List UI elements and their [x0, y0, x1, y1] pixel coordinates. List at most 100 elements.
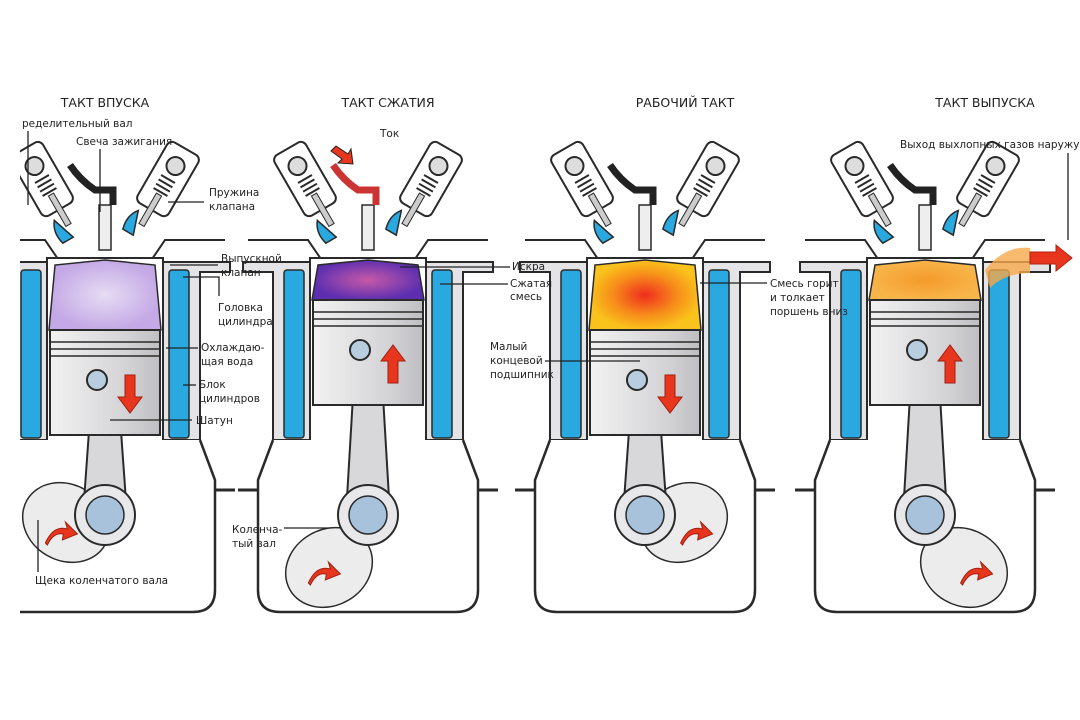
- valve-spring: [418, 182, 434, 193]
- head-water-jacket: [385, 209, 403, 237]
- ignition-wire: [67, 163, 117, 205]
- rotation-arrow-icon: [44, 520, 79, 546]
- label-burning-1: Смесь горит: [770, 278, 839, 290]
- valve-spring: [297, 174, 313, 184]
- head-water-jacket: [316, 218, 338, 245]
- valve-spring: [158, 178, 173, 189]
- head-water-jacket: [593, 218, 615, 245]
- label-exhaust-out: Выход выхлопных газов наружу: [900, 139, 1079, 151]
- head-water-jacket: [942, 209, 960, 237]
- spark-plug: [98, 204, 112, 251]
- camshaft-icon: [844, 156, 865, 177]
- valve-housing: [830, 140, 895, 245]
- valve-stem: [958, 192, 983, 228]
- label-valve-spring-2: клапана: [209, 201, 255, 213]
- piston-pin: [349, 339, 371, 361]
- labels-exhaust: Выход выхлопных газов наружу: [900, 139, 1079, 273]
- head-water-jacket: [122, 209, 140, 237]
- camshaft-icon: [564, 156, 585, 177]
- valve-spring: [975, 182, 991, 193]
- stroke-title-compression: ТАКТ СЖАТИЯ: [340, 95, 434, 110]
- combustion-chamber: [588, 259, 702, 331]
- valve-spring: [300, 178, 315, 189]
- valve-spring: [34, 174, 50, 184]
- valve-spring: [978, 178, 993, 189]
- valve-stem: [310, 192, 335, 228]
- spark-plug: [918, 204, 932, 251]
- valve-spring: [973, 187, 988, 197]
- valve-housing: [10, 140, 75, 245]
- crankpin: [85, 495, 125, 535]
- valve-spring: [302, 182, 318, 193]
- label-cylinder-head-1: Головка: [218, 302, 263, 314]
- valve-spring: [574, 174, 590, 184]
- stroke-title-intake: ТАКТ ВПУСКА: [60, 95, 150, 110]
- head-water-jacket: [873, 218, 895, 245]
- valve-spring: [37, 178, 52, 189]
- camshaft-icon: [165, 156, 186, 177]
- camshaft-icon: [24, 156, 45, 177]
- combustion-chamber: [48, 259, 162, 331]
- valve-stem: [678, 192, 703, 228]
- engine-2: [238, 140, 498, 614]
- label-crankshaft-2: тый вал: [232, 538, 276, 550]
- piston-pin: [906, 339, 928, 361]
- valve-housing: [273, 140, 338, 245]
- label-spark-plug: Свеча зажигания: [76, 136, 172, 148]
- valve-spring: [980, 174, 996, 184]
- water-jacket-left: [560, 269, 582, 439]
- water-jacket-right: [168, 269, 190, 439]
- piston-pin: [626, 369, 648, 391]
- water-jacket-right: [708, 269, 730, 439]
- label-burning-2: и толкает: [770, 292, 825, 304]
- label-current: Ток: [379, 128, 399, 140]
- valve-housing: [122, 140, 200, 237]
- valve-spring: [857, 178, 872, 189]
- valve-spring: [421, 178, 436, 189]
- label-cylinder-block-2: цилиндров: [199, 393, 260, 405]
- head-water-jacket: [53, 218, 75, 245]
- engine-4: [795, 140, 1055, 614]
- current-arrow-icon: [330, 145, 354, 165]
- valve-spring: [698, 178, 713, 189]
- stroke-title-power: РАБОЧИЙ ТАКТ: [636, 95, 735, 110]
- engine-3: [515, 140, 775, 614]
- valve-stem: [138, 192, 163, 228]
- left-crop-mask: [0, 110, 20, 630]
- engine-1: [0, 140, 235, 614]
- valve-spring: [305, 187, 320, 197]
- arrow-down-icon: [117, 374, 143, 414]
- valve-spring: [416, 187, 431, 197]
- label-burning-3: поршень вниз: [770, 306, 848, 318]
- valve-spring: [160, 174, 176, 184]
- ignition-wire: [607, 163, 657, 205]
- label-compressed-mix-1: Сжатая: [510, 278, 552, 290]
- label-spark: Искра: [512, 261, 545, 273]
- valve-stem: [47, 192, 72, 228]
- combustion-chamber: [868, 259, 982, 301]
- water-jacket-left: [840, 269, 862, 439]
- label-cooling-water-2: щая вода: [201, 356, 253, 368]
- exhaust-plume: [985, 247, 1030, 288]
- arrow-down-icon: [657, 374, 683, 414]
- valve-housing: [550, 140, 615, 245]
- valve-spring: [854, 174, 870, 184]
- valve-spring: [155, 182, 171, 193]
- arrow-up-icon: [937, 344, 963, 384]
- labels-intake: ределительный вал Свеча зажигания Пружин…: [22, 118, 282, 587]
- labels-power: Смесь горит и толкает поршень вниз Малый…: [490, 278, 848, 381]
- valve-housing: [385, 140, 463, 237]
- label-compressed-mix-2: смесь: [510, 291, 542, 303]
- label-valve-spring-1: Пружина: [209, 187, 259, 199]
- water-jacket-left: [283, 269, 305, 439]
- label-cylinder-head-2: цилиндра: [218, 316, 273, 328]
- crankpin: [905, 495, 945, 535]
- valve-spring: [693, 187, 708, 197]
- exhaust-gas-arrow-icon: [1029, 243, 1073, 273]
- valve-spring: [577, 178, 592, 189]
- label-small-end-1: Малый: [490, 341, 527, 353]
- label-exhaust-valve-1: Выпускной: [221, 253, 282, 265]
- valve-stem: [587, 192, 612, 228]
- crankpin: [348, 495, 388, 535]
- label-cylinder-block-1: Блок: [199, 379, 226, 391]
